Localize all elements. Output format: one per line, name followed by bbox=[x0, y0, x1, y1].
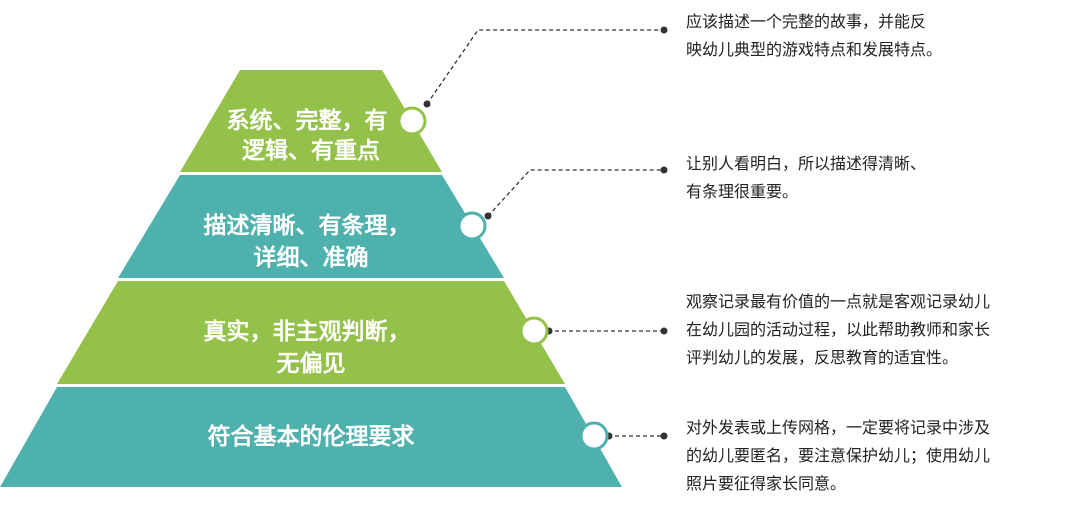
connector-dot-1-end bbox=[660, 26, 668, 34]
tier-4-label: 符合基本的伦理要求 bbox=[208, 423, 415, 450]
connector-dot-1-start bbox=[423, 100, 431, 108]
connector-dot-4-end bbox=[660, 432, 668, 440]
connector-dot-3-end bbox=[660, 327, 668, 335]
description-line: 评判幼儿的发展，反思教育的适宜性。 bbox=[686, 348, 959, 367]
description-line: 的幼儿要匿名，要注意保护幼儿；使用幼儿 bbox=[686, 446, 991, 465]
tier-1-label-line: 逻辑、有重点 bbox=[242, 137, 380, 164]
description-line: 在幼儿园的活动过程，以此帮助教师和家长 bbox=[686, 320, 991, 339]
description-line: 映幼儿典型的游戏特点和发展特点。 bbox=[686, 40, 943, 59]
pyramid-tier-3 bbox=[57, 281, 565, 384]
tier-2-description: 让别人看明白，所以描述得清晰、 有条理很重要。 bbox=[686, 150, 1071, 206]
connector-line-1 bbox=[426, 29, 662, 105]
connector-ring-4 bbox=[579, 421, 609, 451]
pyramid-tier-1 bbox=[180, 70, 442, 172]
description-line: 应该描述一个完整的故事，并能反 bbox=[686, 12, 927, 31]
description-line: 让别人看明白，所以描述得清晰、 bbox=[686, 154, 927, 173]
tier-2-label: 描述清晰、有条理， 详细、准确 bbox=[203, 212, 418, 271]
tier-1-label-line: 系统、完整，有 bbox=[226, 107, 387, 134]
connector-ring-1 bbox=[397, 106, 427, 136]
description-line: 有条理很重要。 bbox=[686, 182, 799, 201]
pyramid-tier-4 bbox=[0, 387, 622, 487]
description-line: 对外发表或上传网格，一定要将记录中涉及 bbox=[686, 418, 991, 437]
tier-2-label-line: 描述清晰、有条理， bbox=[203, 212, 410, 239]
tier-3-label-line: 无偏见 bbox=[277, 350, 346, 377]
description-line: 观察记录最有价值的一点就是客观记录幼儿 bbox=[686, 292, 991, 311]
tier-1-description: 应该描述一个完整的故事，并能反 映幼儿典型的游戏特点和发展特点。 bbox=[686, 8, 1071, 64]
pyramid-tier-2 bbox=[118, 175, 504, 278]
connector-ring-3 bbox=[519, 316, 549, 346]
description-line: 照片要征得家长同意。 bbox=[686, 474, 847, 493]
connector-line-2 bbox=[487, 169, 662, 217]
tier-3-description: 观察记录最有价值的一点就是客观记录幼儿 在幼儿园的活动过程，以此帮助教师和家长 … bbox=[686, 288, 1071, 372]
tier-3-label: 真实，非主观判断， 无偏见 bbox=[203, 318, 418, 377]
connector-ring-2 bbox=[457, 211, 487, 241]
tier-4-description: 对外发表或上传网格，一定要将记录中涉及 的幼儿要匿名，要注意保护幼儿；使用幼儿 … bbox=[686, 414, 1071, 498]
connector-dot-2-end bbox=[660, 166, 668, 174]
tier-4-label-line: 符合基本的伦理要求 bbox=[208, 423, 415, 450]
tier-1-label: 系统、完整，有 逻辑、有重点 bbox=[226, 107, 395, 164]
tier-3-label-line: 真实，非主观判断， bbox=[203, 318, 410, 345]
connector-dot-2-start bbox=[484, 212, 492, 220]
tier-2-label-line: 详细、准确 bbox=[254, 244, 369, 271]
